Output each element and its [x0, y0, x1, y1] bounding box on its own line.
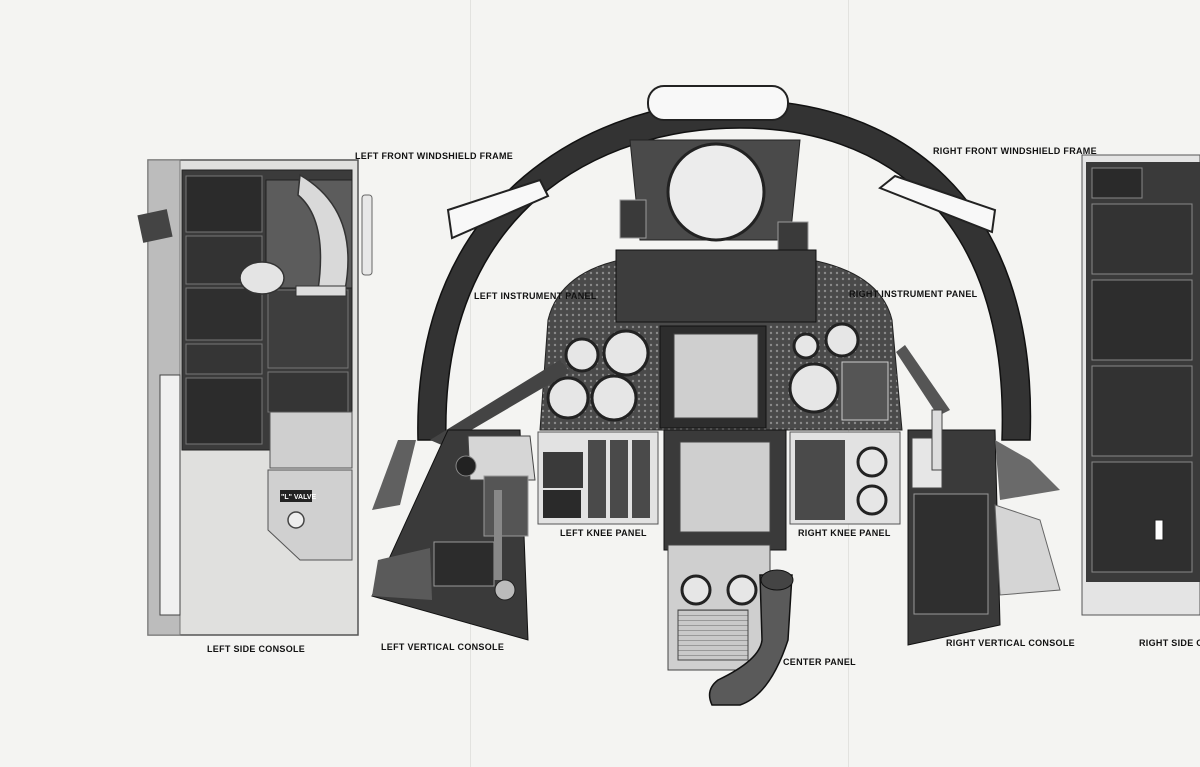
- label-right-side-console: RIGHT SIDE C: [1139, 638, 1200, 648]
- label-right-front-windshield-frame: RIGHT FRONT WINDSHIELD FRAME: [933, 146, 1097, 156]
- label-right-knee-panel: RIGHT KNEE PANEL: [798, 528, 891, 538]
- valve-placard: "L" VALVE: [281, 494, 316, 501]
- label-left-instrument-panel: LEFT INSTRUMENT PANEL: [474, 291, 597, 301]
- fold-line: [470, 0, 471, 767]
- label-left-side-console: LEFT SIDE CONSOLE: [207, 644, 306, 654]
- control-stick: [708, 574, 793, 706]
- right-side-console: [1081, 154, 1200, 616]
- label-right-instrument-panel: RIGHT INSTRUMENT PANEL: [849, 289, 978, 299]
- knee-panels: [537, 429, 901, 551]
- label-left-vertical-console: LEFT VERTICAL CONSOLE: [381, 642, 505, 652]
- right-vertical-console: [907, 409, 1061, 646]
- label-center-panel: CENTER PANEL: [783, 657, 856, 667]
- instrument-panel-body: [430, 139, 950, 446]
- left-side-console: "L" VALVE: [137, 159, 373, 636]
- windshield-frame: [417, 85, 1032, 441]
- center-panel: [667, 544, 794, 706]
- left-vertical-console: [371, 429, 536, 641]
- label-right-vertical-console: RIGHT VERTICAL CONSOLE: [946, 638, 1075, 648]
- label-left-knee-panel: LEFT KNEE PANEL: [560, 528, 647, 538]
- label-left-front-windshield-frame: LEFT FRONT WINDSHIELD FRAME: [355, 151, 514, 161]
